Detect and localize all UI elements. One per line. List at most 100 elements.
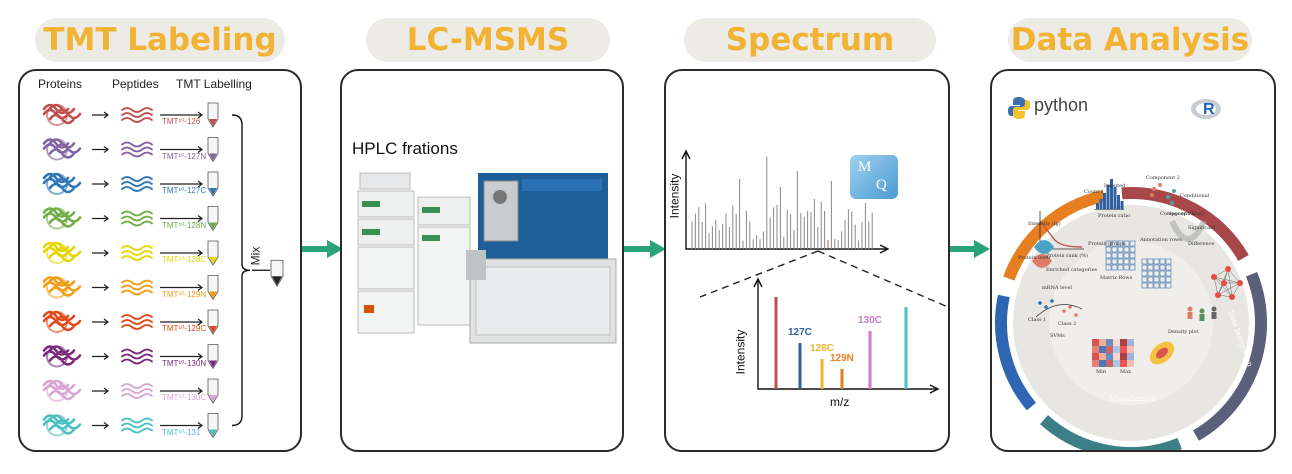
heatmap-cell: [1099, 346, 1106, 353]
peptide-icon: [121, 186, 153, 192]
tmt-row: [42, 344, 219, 370]
arrow-icon: [92, 318, 109, 326]
histogram-bar: [1120, 201, 1124, 209]
peptide-icon: [121, 353, 153, 360]
peptide-icon: [121, 112, 153, 118]
volcano-shape: [1169, 219, 1207, 242]
person-icon: [1211, 306, 1217, 312]
tmt-panel: Proteins Peptides TMT Labelling TMT¹⁰-12…: [18, 69, 302, 452]
reporter-peak-label: 128C: [810, 343, 834, 354]
histogram-bar: [1106, 185, 1110, 209]
ring-segment: [1003, 189, 1106, 281]
annotation-grid-cell: [1111, 264, 1118, 271]
tmt-row: [42, 275, 219, 301]
peptide-icon: [121, 383, 153, 389]
labelling-arrow-icon: [160, 215, 203, 222]
tmt-label-text: TMT¹⁰-131: [162, 427, 201, 437]
top-axis-x-arrow: [879, 244, 890, 254]
histogram-bar: [1103, 193, 1106, 209]
tmt-row: [42, 171, 219, 197]
tmt-label-text: TMT¹⁰-126: [162, 117, 201, 126]
matrix-grid-cell: [1153, 258, 1160, 265]
protein-icon: [42, 379, 82, 401]
ring-segment: [1040, 415, 1182, 450]
peptide-icon: [121, 388, 153, 394]
tmt-label-text: TMT¹⁰-127C: [162, 186, 207, 195]
peptide-icon: [121, 284, 153, 291]
analysis-wheel-graphic: [995, 179, 1267, 450]
inner-plot-label: Enriched categories: [1046, 267, 1098, 273]
network-node: [1225, 266, 1231, 272]
annotation-grid-cell: [1123, 258, 1130, 265]
mix-label: Mix: [248, 246, 263, 266]
arrow-icon: [92, 215, 109, 222]
heatmap-cell: [1127, 339, 1134, 346]
peptide-icon: [121, 427, 153, 434]
column-proteins: Proteins: [38, 77, 83, 91]
tmt-row: [42, 137, 219, 163]
inner-plot-label: Component 2: [1146, 175, 1180, 181]
peptide-icon: [121, 210, 153, 217]
arrow-icon: [92, 422, 109, 429]
protein-icon: [42, 276, 82, 297]
arrow-icon: [92, 249, 109, 257]
leaf-icon: [1032, 254, 1052, 268]
protein-icon: [42, 414, 82, 435]
arrow-icon: [92, 146, 109, 153]
heatmap-cell: [1106, 339, 1113, 346]
heatmap-cell: [1113, 339, 1120, 346]
peptide-icon: [121, 348, 153, 355]
matrix-grid-cell: [1147, 258, 1154, 265]
bottom-axis-x-arrow: [929, 384, 940, 394]
bottom-xlabel: m/z: [830, 395, 850, 409]
tmt-label-text: TMT¹⁰-129N: [162, 289, 207, 299]
tube-fill: [209, 291, 217, 299]
matrix-grid-cell: [1141, 276, 1148, 283]
tmt-label-text: TMT¹⁰-127N: [162, 151, 207, 161]
matrix-grid-cell: [1147, 264, 1154, 271]
protein-coil-icon: [46, 345, 68, 368]
analysis-wheel-inner: [1049, 241, 1213, 405]
peptide-icon: [121, 117, 153, 123]
tube-fill: [209, 153, 217, 161]
annotation-grid-cell: [1117, 252, 1124, 259]
matrix-grid-cell: [1165, 282, 1172, 289]
annotation-grid-cell: [1129, 252, 1136, 259]
matrix-grid-cell: [1147, 276, 1154, 283]
bottom-axis-y-arrow: [753, 277, 763, 288]
inner-plot-label: Density plot: [1168, 329, 1199, 335]
matrix-grid-cell: [1165, 258, 1172, 265]
svm-point: [1062, 309, 1066, 313]
peptide-icon: [121, 176, 153, 182]
peptide-icon: [121, 220, 153, 227]
peptide-icon: [121, 181, 153, 187]
heatmap-cell: [1127, 353, 1134, 360]
annotation-grid-cell: [1111, 252, 1118, 259]
column-peptides: Peptides: [112, 77, 159, 91]
heatmap-cell: [1106, 353, 1113, 360]
heatmap-cell: [1092, 360, 1099, 367]
zoom-line-left: [699, 250, 819, 298]
person-icon-body: [1211, 312, 1217, 319]
inner-plot-label: Significant: [1188, 225, 1216, 231]
inner-plot-label: Imputed: [1104, 183, 1126, 189]
protein-coil-icon: [46, 207, 68, 230]
matrix-grid-cell: [1159, 276, 1166, 283]
tube-fill: [209, 257, 217, 264]
labelling-arrow-icon: [160, 146, 203, 153]
annotation-grid-cell: [1123, 246, 1130, 253]
tube-fill: [209, 395, 217, 402]
step-title-tmt: TMT Labeling: [35, 18, 285, 62]
protein-coil-icon: [46, 138, 68, 161]
annotation-grid-cell: [1129, 258, 1136, 265]
labelling-arrow-icon: [160, 111, 203, 119]
peptide-icon: [121, 141, 153, 148]
annotation-grid-cell: [1123, 240, 1130, 247]
peptide-icon: [121, 215, 153, 222]
step-title-lcms: LC-MSMS: [366, 18, 610, 62]
hplc-label: HPLC frations: [352, 139, 458, 158]
histogram-bar: [1110, 179, 1113, 209]
annotation-grid-cell: [1105, 264, 1112, 271]
peptide-icon: [121, 250, 153, 256]
network-node: [1237, 280, 1243, 286]
